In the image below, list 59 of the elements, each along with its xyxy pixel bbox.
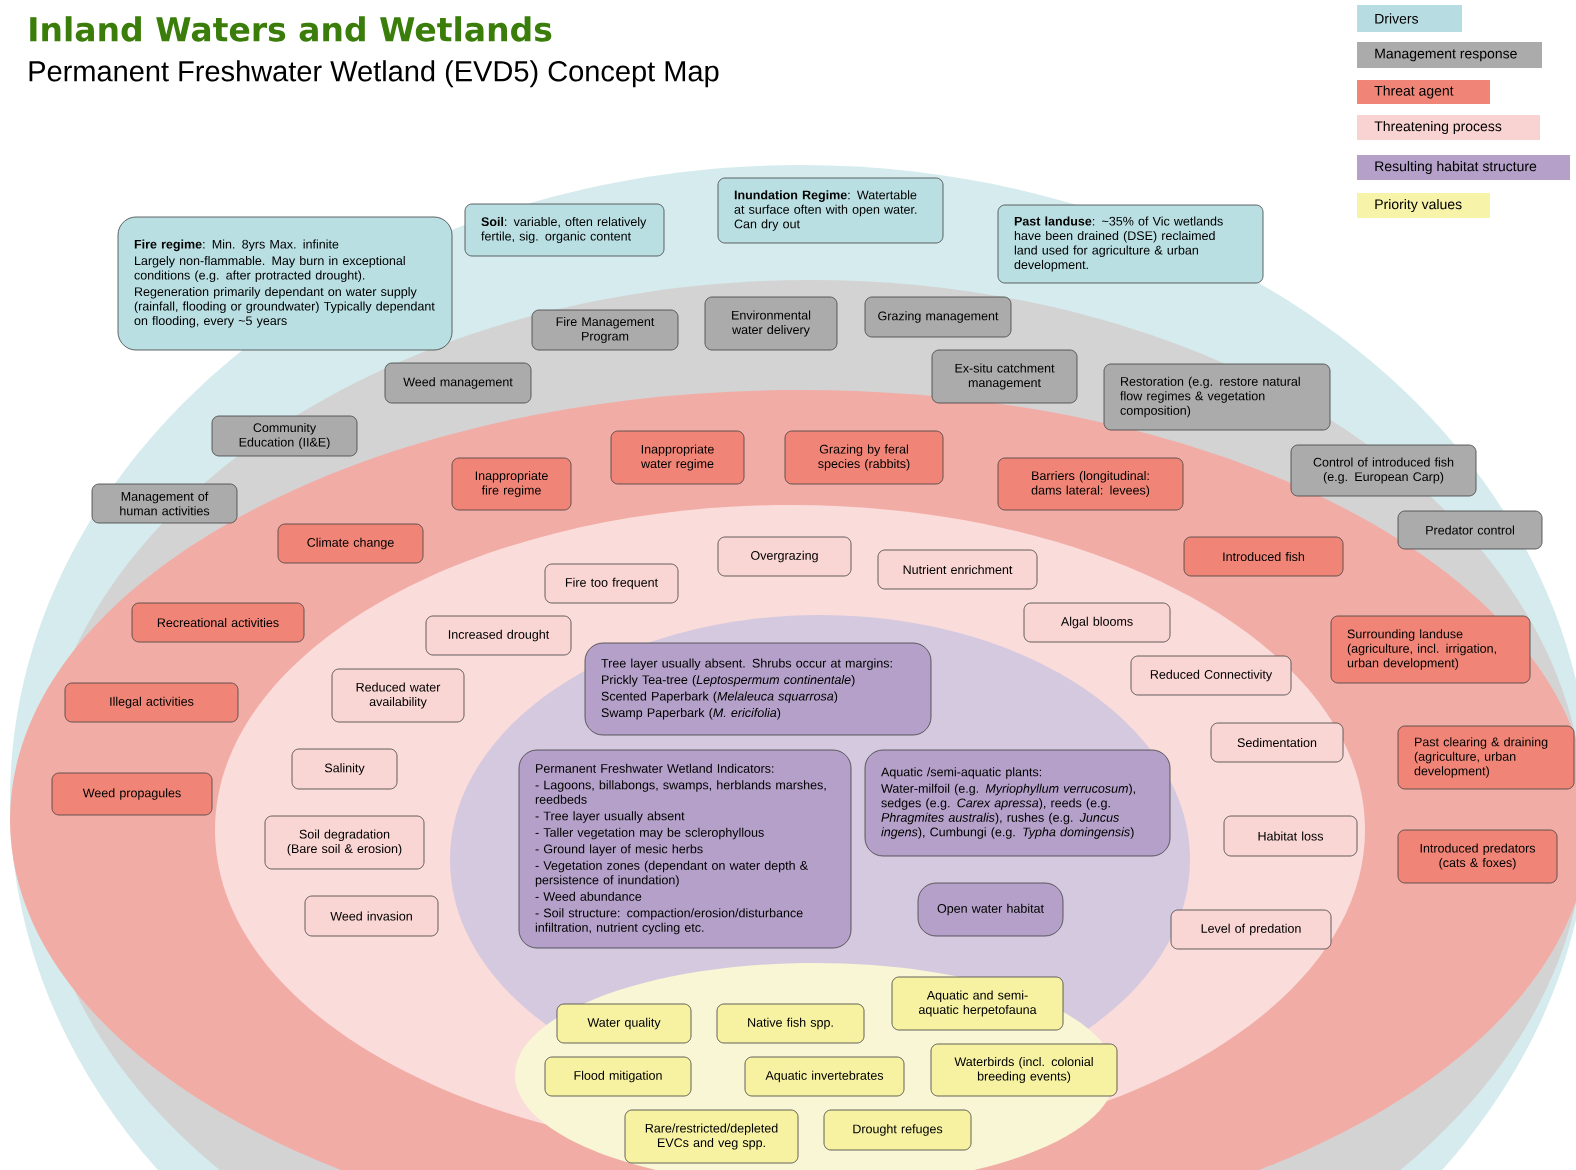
driver-box: Soil: variable, often relatively fertile, sig. organic content [464,203,665,257]
legend-item: Threat agent [1357,80,1490,104]
threatening-process-box: Increased drought [425,615,572,656]
driver-box: Inundation Regime: Watertable at surface often with open water. Can dry out [717,177,944,244]
habitat-box: Tree layer usually absent. Shrubs occur at margins: Prickly Tea-tree (Leptospermum continentale) Scented Paperbark (Melaleuca squarrosa) Swamp Paperbark (M. ericifolia) [584,642,932,736]
management-box: Ex-situ catchment management [931,349,1078,404]
subtitle: Permanent Freshwater Wetland (EVD5) Concept Map [29,60,719,88]
priority-value-box: Rare/restricted/depleted EVCs and veg spp. [624,1109,799,1164]
threatening-process-box: Habitat loss [1223,815,1358,857]
threat-agent-box: Climate change [277,523,424,564]
legend-item: Threatening process [1357,115,1540,140]
threatening-process-box: Fire too frequent [544,563,679,604]
threat-agent-box: Recreational activities [131,602,305,643]
threat-agent-box: Introduced predators (cats & foxes) [1397,829,1558,884]
management-box: Restoration (e.g. restore natural flow regimes & vegetation composition) [1103,363,1331,431]
threatening-process-box: Overgrazing [717,536,852,577]
threat-agent-box: Weed propagules [51,772,213,816]
management-box: Control of introduced fish (e.g. European Carp) [1290,444,1477,497]
management-box: Fire Management Program [531,309,679,351]
priority-value-box: Water quality [556,1003,692,1044]
threatening-process-box: Reduced water availability [331,668,465,723]
threat-agent-box: Inappropriate water regime [610,430,745,485]
threatening-process-box: Soil degradation (Bare soil & erosion) [264,815,425,870]
management-box: Predator control [1397,510,1543,550]
habitat-box: Permanent Freshwater Wetland Indicators: - Lagoons, billabongs, swamps, herblands marshes, reedbeds - Tree layer usually absent - Taller vegetation may be sclerophyllous - Ground layer of mesic herbs - Vegetation zones (dependant on water depth & persistence of inundation) - Weed abundance - Soil structure: compaction/erosion/disturbance infiltration, nutrient cycling etc. [518,749,852,949]
management-box: Weed management [384,362,532,404]
legend-item: Drivers [1357,5,1462,32]
title: Inland Waters and Wetlands [30,16,552,42]
threat-agent-box: Introduced fish [1183,536,1344,577]
priority-value-box: Native fish spp. [716,1003,865,1044]
threatening-process-box: Weed invasion [304,895,439,937]
legend-item: Management response [1357,42,1542,68]
threatening-process-box: Reduced Connectivity [1130,655,1292,696]
legend-item: Priority values [1357,193,1490,218]
threat-agent-box: Barriers (longitudinal: dams lateral: levees) [997,457,1184,511]
priority-value-box: Waterbirds (incl. colonial breeding events) [930,1043,1118,1097]
threat-agent-box: Surrounding landuse (agriculture, incl. irrigation, urban development) [1330,615,1531,684]
habitat-box: Aquatic /semi-aquatic plants: Water-milfoil (e.g. Myriophyllum verrucosum), sedges (e.g. Carex apressa), reeds (e.g. Phragmites australis), rushes (e.g. Juncus ingens), Cumbungi (e.g. Typha domingensis) [864,749,1171,857]
driver-box: Fire regime: Min. 8yrs Max. infinite Largely non-flammable. May burn in exceptional conditions (e.g. after protracted drought). Regeneration primarily dependant on water supply (rainfall, flooding or groundwater) Typically dependant on flooding, every ~5 years [117,216,453,351]
management-box: Grazing management [864,296,1012,338]
management-box: Community Education (II&E) [211,415,358,457]
threatening-process-box: Algal blooms [1023,602,1171,643]
threatening-process-box: Salinity [291,748,398,790]
priority-value-box: Aquatic invertebrates [744,1056,905,1097]
legend-item: Resulting habitat structure [1357,155,1570,180]
threat-agent-box: Inappropriate fire regime [451,457,572,511]
priority-value-box: Drought refuges [823,1109,972,1151]
driver-box: Past landuse: ~35% of Vic wetlands have been drained (DSE) reclaimed land used for agriculture & urban development. [997,204,1264,284]
habitat-box: Open water habitat [917,882,1064,937]
priority-value-box: Aquatic and semi-aquatic herpetofauna [891,976,1064,1031]
management-box: Management of human activities [91,483,238,524]
priority-value-box: Flood mitigation [544,1056,692,1097]
threat-agent-box: Illegal activities [64,682,239,723]
threatening-process-box: Nutrient enrichment [877,549,1038,590]
threatening-process-box: Sedimentation [1210,722,1344,763]
threat-agent-box: Past clearing & draining (agriculture, urban development) [1397,725,1575,790]
threat-agent-box: Grazing by feral species (rabbits) [784,430,944,485]
threatening-process-box: Level of predation [1170,909,1332,950]
management-box: Environmental water delivery [704,296,838,351]
